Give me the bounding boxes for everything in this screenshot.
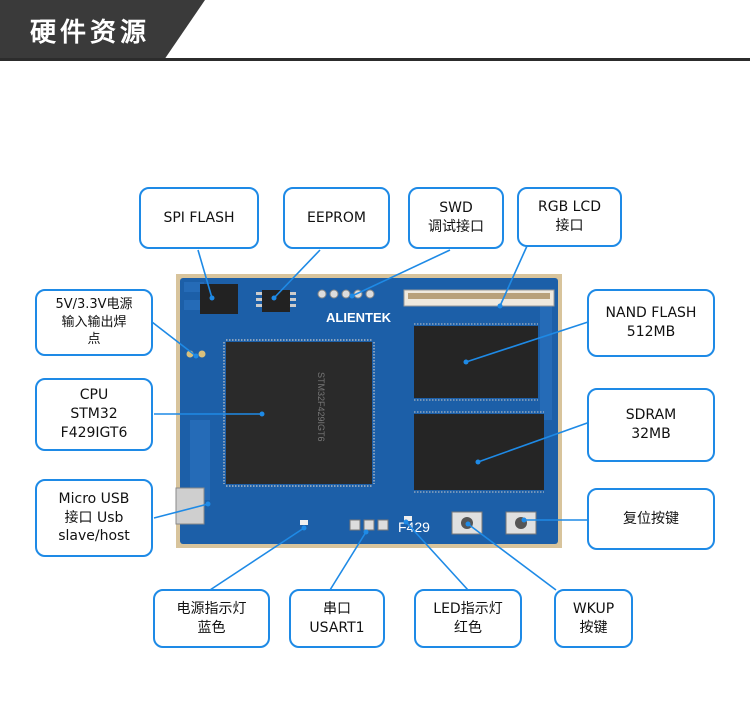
callout-cpu: CPU STM32 F429IGT6 bbox=[35, 378, 153, 451]
power-led bbox=[300, 520, 308, 525]
cpu-marking: STM32F429IGT6 bbox=[316, 372, 326, 442]
callout-wkup-key: WKUP 按键 bbox=[554, 589, 633, 648]
callout-uart: 串口 USART1 bbox=[289, 589, 385, 648]
line-eeprom bbox=[273, 249, 321, 299]
callout-power-led: 电源指示灯 蓝色 bbox=[153, 589, 270, 648]
line-usb bbox=[153, 503, 209, 519]
callout-micro-usb: Micro USB 接口 Usb slave/host bbox=[35, 479, 153, 557]
callout-sdram: SDRAM 32MB bbox=[587, 388, 715, 462]
line-power-pads bbox=[151, 321, 197, 357]
callout-reset-key: 复位按键 bbox=[587, 488, 715, 550]
page-title: 硬件资源 bbox=[30, 18, 151, 48]
line-power-led bbox=[209, 527, 305, 591]
header-title-block bbox=[0, 0, 205, 60]
line-led bbox=[405, 521, 469, 591]
model-label: F429 bbox=[398, 519, 430, 535]
callout-swd: SWD 调试接口 bbox=[408, 187, 504, 249]
swd-header bbox=[317, 289, 375, 299]
eeprom-chip bbox=[262, 290, 290, 312]
sdram-chip bbox=[414, 414, 544, 490]
callout-eeprom: EEPROM bbox=[283, 187, 390, 249]
cpu-chip bbox=[226, 342, 372, 484]
line-uart bbox=[329, 531, 367, 591]
callout-power-pads: 5V/3.3V电源 输入输出焊 点 bbox=[35, 289, 153, 356]
header-divider bbox=[0, 58, 750, 61]
nand-flash-chip bbox=[414, 326, 538, 398]
line-swd bbox=[351, 249, 451, 297]
line-rgb-lcd bbox=[499, 245, 528, 307]
callout-led: LED指示灯 红色 bbox=[414, 589, 522, 648]
line-nand bbox=[465, 321, 589, 363]
callout-nand-flash: NAND FLASH 512MB bbox=[587, 289, 715, 357]
uart-header bbox=[349, 519, 389, 531]
callout-rgb-lcd: RGB LCD 接口 bbox=[517, 187, 622, 247]
line-sdram bbox=[477, 421, 591, 463]
line-spi-flash bbox=[197, 249, 213, 299]
status-led bbox=[404, 516, 412, 521]
line-wkup bbox=[467, 523, 557, 591]
header-bar: 硬件资源 bbox=[0, 0, 750, 61]
brand-label: ALIENTEK bbox=[326, 310, 392, 325]
spi-flash-chip bbox=[200, 284, 238, 314]
callout-spi-flash: SPI FLASH bbox=[139, 187, 259, 249]
